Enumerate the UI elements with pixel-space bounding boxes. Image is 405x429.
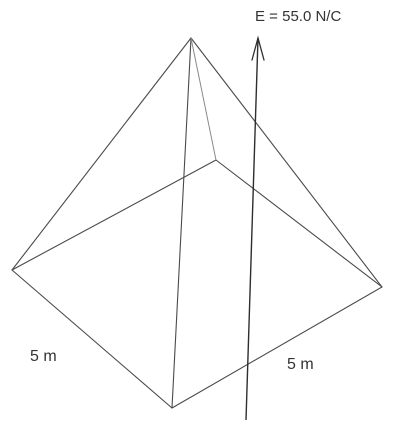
pyramid-lateral-edges bbox=[11, 37, 383, 409]
electric-field-line bbox=[245, 35, 265, 421]
field-arrowhead bbox=[251, 35, 265, 61]
field-arrow-shaft bbox=[245, 37, 259, 421]
lateral-edge-left bbox=[11, 37, 192, 271]
pyramid-base bbox=[11, 159, 383, 409]
base-edge-left-front bbox=[11, 269, 173, 409]
base-edge-right-front bbox=[171, 286, 383, 409]
lateral-edge-right bbox=[190, 37, 383, 288]
field-label: E = 55.0 N/C bbox=[255, 8, 341, 25]
base-edge-right-back bbox=[215, 159, 383, 288]
base-left-side-label: 5 m bbox=[30, 348, 57, 365]
lateral-edge-front bbox=[171, 37, 192, 409]
lateral-edge-back bbox=[190, 37, 217, 161]
base-right-side-label: 5 m bbox=[287, 356, 314, 373]
base-edge-left-back bbox=[11, 159, 217, 271]
